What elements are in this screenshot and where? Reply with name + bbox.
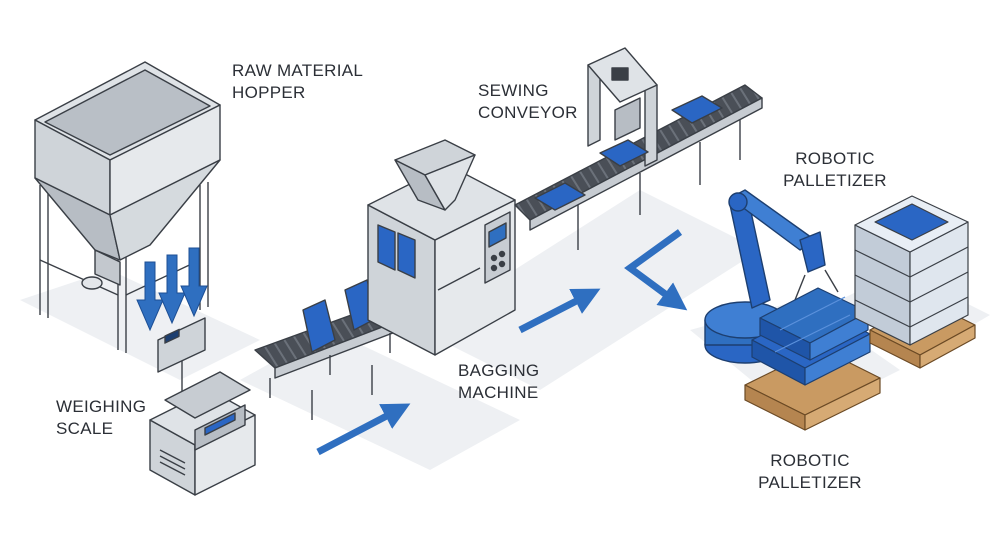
sewing-label-line2: CONVEYOR	[478, 103, 578, 122]
palletizer-bottom-label-line2: PALLETIZER	[758, 473, 862, 492]
wrapped-pallet	[854, 195, 976, 369]
bagging-label-line2: MACHINE	[458, 383, 539, 402]
hopper	[34, 61, 221, 353]
hopper-label-line2: HOPPER	[232, 83, 306, 102]
scale-label-line1: WEIGHING	[56, 397, 147, 416]
sewing-conveyor	[514, 47, 763, 250]
scale-label-line2: SCALE	[56, 419, 114, 438]
palletizer-top-label-line1: ROBOTIC	[795, 149, 875, 168]
sewing-label-line1: SEWING	[478, 81, 549, 100]
hopper-label-line1: RAW MATERIAL	[232, 61, 364, 80]
label-robotic-palletizer-bottom: ROBOTIC PALLETIZER	[752, 450, 868, 494]
label-sewing-conveyor: SEWING CONVEYOR	[478, 80, 578, 124]
flow-arrow-icon	[316, 229, 688, 456]
label-bagging-machine: BAGGING MACHINE	[458, 360, 539, 404]
palletizer-top-label-line2: PALLETIZER	[783, 171, 887, 190]
palletizer-bottom-label-line1: ROBOTIC	[770, 451, 850, 470]
bagging-label-line1: BAGGING	[458, 361, 540, 380]
weighing-scale	[149, 317, 256, 496]
down-arrow-icon	[136, 247, 208, 332]
bag-stack-pallet	[744, 287, 881, 431]
label-raw-material-hopper: RAW MATERIAL HOPPER	[232, 60, 363, 104]
label-robotic-palletizer-top: ROBOTIC PALLETIZER	[780, 148, 890, 192]
bagging-machine	[367, 139, 516, 356]
label-weighing-scale: WEIGHING SCALE	[56, 396, 146, 440]
